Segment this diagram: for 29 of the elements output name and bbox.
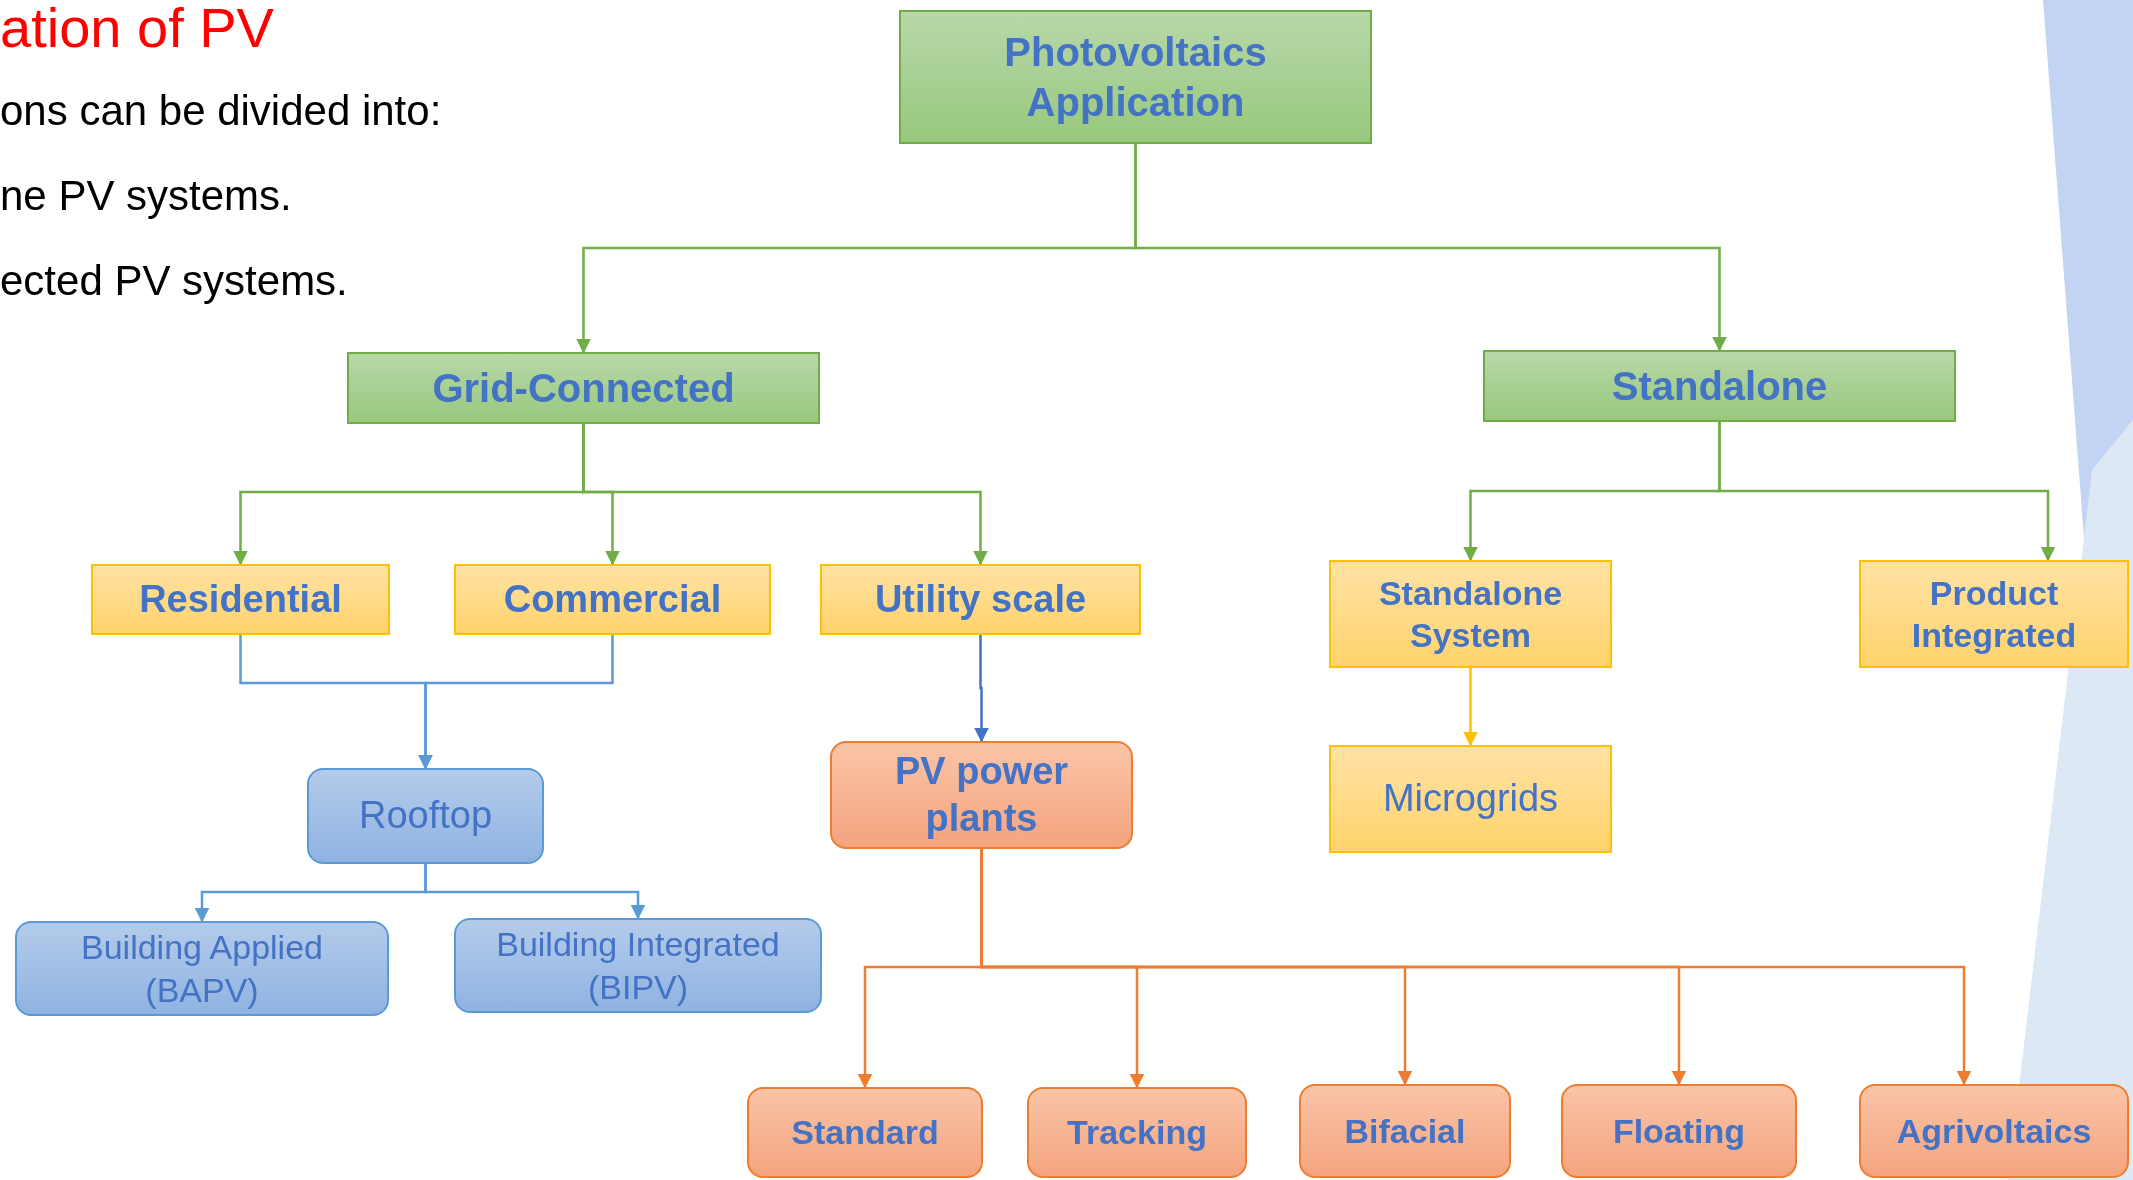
connector-arrow <box>424 864 646 920</box>
bullet-text: ected PV systems. <box>0 256 348 306</box>
connector-arrow <box>1718 422 2056 562</box>
connector-arrow <box>974 635 989 743</box>
rounded-box: PV power plants <box>830 741 1133 849</box>
category-box: Residential <box>91 564 390 635</box>
connector-arrow <box>1463 668 1478 747</box>
rounded-box: Building Integrated (BIPV) <box>454 918 822 1013</box>
category-box: Grid-Connected <box>347 352 820 424</box>
category-box: Commercial <box>454 564 771 635</box>
category-box: Standalone <box>1483 350 1956 422</box>
slide-title: ation of PV <box>0 0 274 56</box>
category-box: Photovoltaics Application <box>899 10 1372 144</box>
connector-arrow <box>1134 144 1727 352</box>
category-box: Utility scale <box>820 564 1141 635</box>
rounded-box: Tracking <box>1027 1087 1247 1178</box>
rounded-box: Floating <box>1561 1084 1797 1178</box>
bullet-text: ne PV systems. <box>0 171 292 221</box>
rounded-box: Agrivoltaics <box>1859 1084 2129 1178</box>
rounded-box: Standard <box>747 1087 983 1178</box>
rounded-box: Building Applied (BAPV) <box>15 921 389 1016</box>
category-box: Standalone System <box>1329 560 1612 668</box>
category-box: Product Integrated <box>1859 560 2129 668</box>
connector-arrow <box>418 635 614 770</box>
rounded-box: Rooftop <box>307 768 544 864</box>
bullet-text: ons can be divided into: <box>0 86 442 136</box>
connector-arrow <box>582 424 988 566</box>
rounded-box: Bifacial <box>1299 1084 1511 1178</box>
category-box: Microgrids <box>1329 745 1612 853</box>
